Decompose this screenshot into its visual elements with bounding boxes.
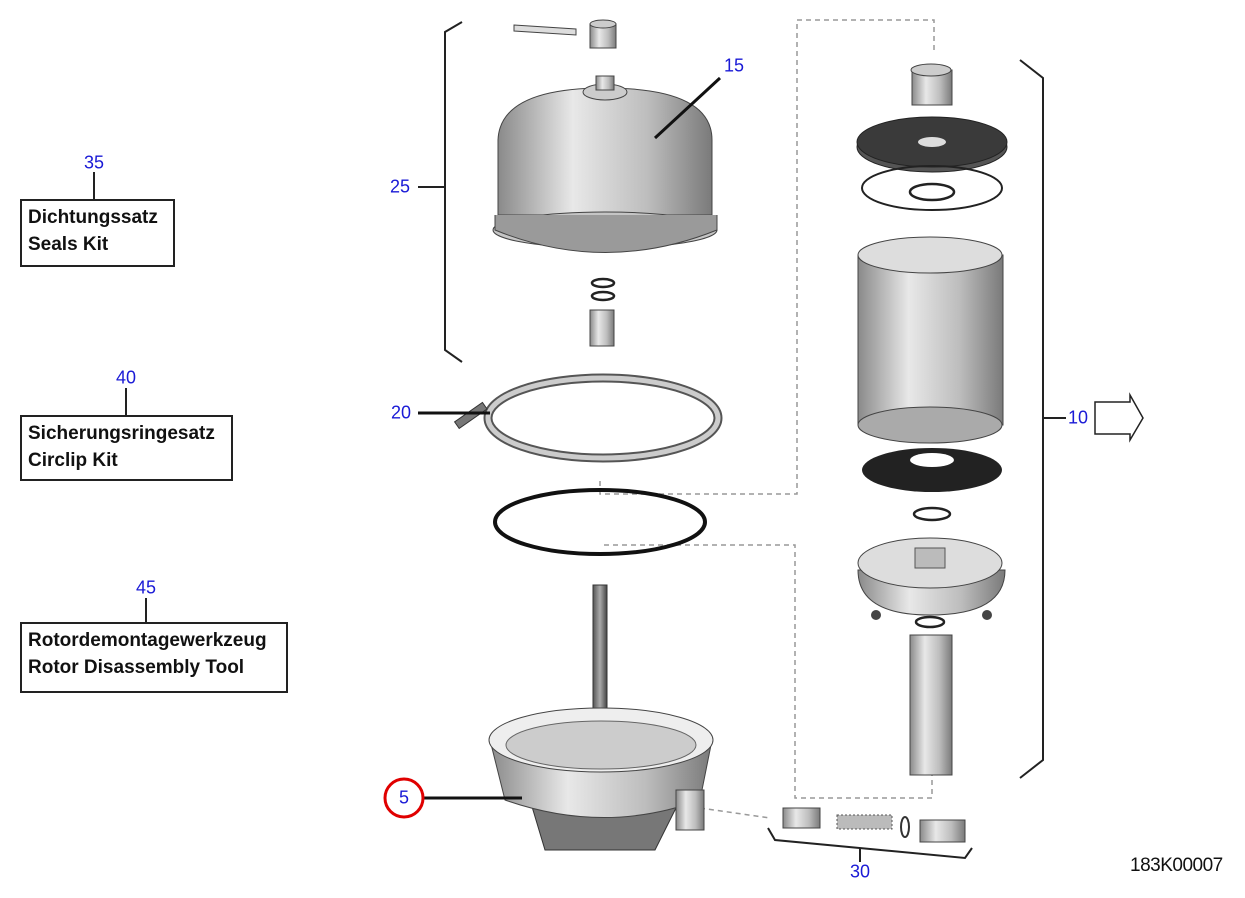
callout-40[interactable]: 40 [115,367,137,388]
kit-german-label: Sicherungsringesatz [28,423,215,444]
circlip-kit-box[interactable]: Sicherungsringesatz Circlip Kit [20,415,233,481]
kit-english-label: Circlip Kit [28,450,118,471]
bracket-30 [767,827,973,860]
kit-german-label: Rotordemontagewerkzeug [28,630,267,651]
valve-kit-part [782,807,966,843]
nozzle-part [589,277,616,347]
rotor-tool-box[interactable]: Rotordemontagewerkzeug Rotor Disassembly… [20,622,288,693]
rotor-assembly-part [856,63,1008,776]
kit-english-label: Seals Kit [28,234,109,255]
callout-20[interactable]: 20 [390,402,412,423]
callout-25[interactable]: 25 [389,176,411,197]
callout-30[interactable]: 30 [849,861,871,882]
pin-part [513,19,617,49]
highlight-circle [383,777,425,819]
kit-leaders [93,172,147,622]
clamp-ring-part [453,373,723,463]
callout-15[interactable]: 15 [723,55,745,76]
callout-35[interactable]: 35 [83,152,105,173]
rotor-cover-part [492,75,718,253]
base-housing-part [488,584,714,851]
callout-5[interactable]: 5 [398,787,410,808]
kit-english-label: Rotor Disassembly Tool [28,657,245,678]
large-o-ring-part [493,488,707,556]
callout-45[interactable]: 45 [135,577,157,598]
callout-10[interactable]: 10 [1067,407,1089,428]
subassembly-arrow-icon[interactable] [1094,392,1144,443]
drawing-code: 183K00007 [1130,855,1223,876]
kit-german-label: Dichtungssatz [28,207,158,228]
bracket-10 [1019,59,1044,779]
bracket-25 [444,21,463,363]
seals-kit-box[interactable]: Dichtungssatz Seals Kit [20,199,175,267]
